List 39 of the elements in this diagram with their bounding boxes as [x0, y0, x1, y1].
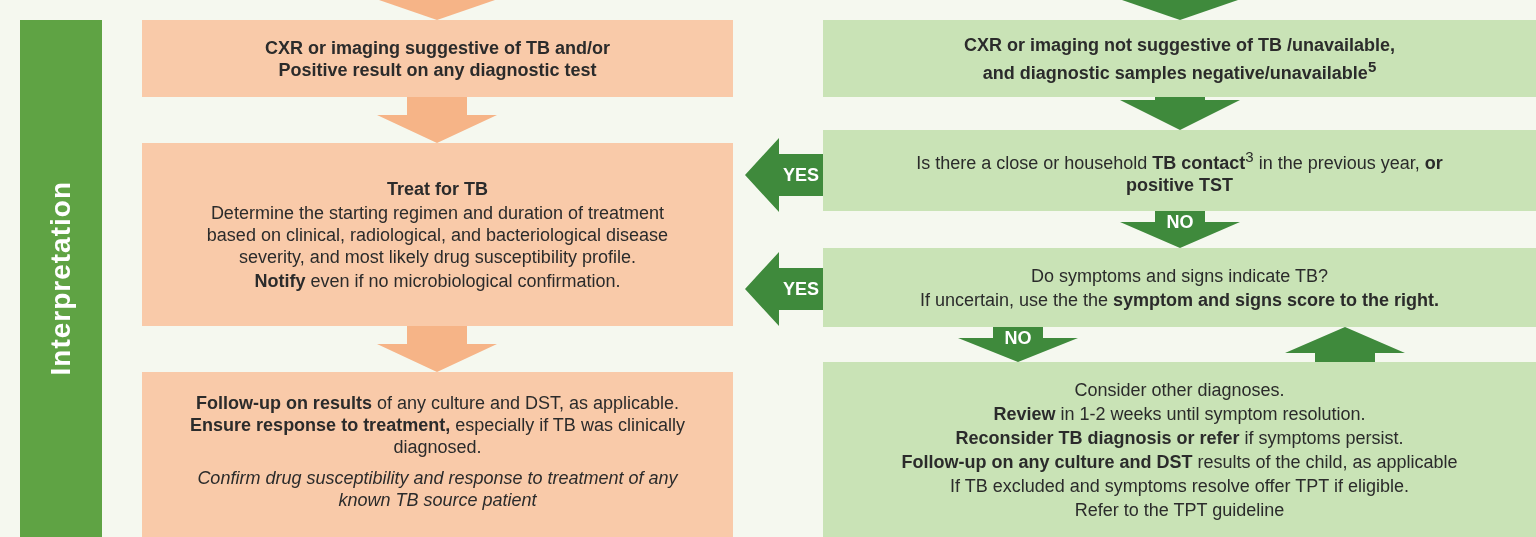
- edge-label: YES: [783, 165, 819, 185]
- block-arrow: [1120, 211, 1240, 248]
- box-text: Refer to the TPT guideline: [1074, 498, 1285, 521]
- decision-box: [823, 248, 1536, 327]
- box-text: Follow-up on results of any culture and DST, as applicable. Ensure response to treatment, especially if TB was clinically diagnosed.: [189, 392, 686, 458]
- process-box: [823, 362, 1536, 537]
- box-text: Confirm drug susceptibility and response to treatment of any known TB source patient: [196, 467, 679, 511]
- side-band: [20, 20, 102, 537]
- process-box: [142, 372, 733, 537]
- process-box: [823, 20, 1536, 97]
- edge-label: YES: [783, 279, 819, 299]
- box-text: Consider other diagnoses.: [1074, 378, 1285, 401]
- question-text: Do symptoms and signs indicate TB?: [1031, 264, 1328, 287]
- block-arrow: [379, 0, 495, 20]
- block-arrow: [958, 327, 1078, 362]
- block-arrow: [745, 252, 823, 326]
- box-text: Review in 1-2 weeks until symptom resolution.: [993, 402, 1366, 425]
- box-text: If TB excluded and symptoms resolve offer TPT if eligible.: [950, 474, 1409, 497]
- box-text: CXR or imaging not suggestive of TB /unavailable, and diagnostic samples negative/unavailable$^{5}$: [962, 33, 1397, 84]
- box-text: Reconsider TB diagnosis or refer if symptoms persist.: [955, 426, 1404, 449]
- box-text: Notify even if no microbiological confirmation.: [254, 269, 621, 292]
- box-heading: Treat for TB: [387, 177, 488, 200]
- block-arrow: [377, 97, 497, 143]
- box-text: Determine the starting regimen and duration of treatment based on clinical, radiological, and bacteriological disease severity, and most likely drug susceptibility profile.: [205, 201, 670, 268]
- process-box: [142, 20, 733, 97]
- box-text: Follow-up on any culture and DST results of the child, as applicable: [901, 450, 1458, 473]
- edge-label: NO: [1166, 212, 1194, 232]
- box-text: CXR or imaging suggestive of TB and/or Positive result on any diagnostic test: [263, 36, 611, 81]
- question-text: Is there a close or household TB contact$^{3}$ in the previous year, or positive TST: [915, 146, 1444, 196]
- block-arrow: [1120, 97, 1240, 130]
- block-arrow: [1285, 327, 1405, 362]
- edge-label: NO: [1004, 328, 1032, 348]
- block-arrow: [377, 326, 497, 372]
- decision-box: [823, 130, 1536, 211]
- band-title: Interpretation: [45, 181, 77, 376]
- question-text: If uncertain, use the the symptom and signs score to the right.: [919, 288, 1440, 311]
- block-arrow: [745, 138, 823, 212]
- process-box: [142, 143, 733, 326]
- block-arrow: [1122, 0, 1238, 20]
